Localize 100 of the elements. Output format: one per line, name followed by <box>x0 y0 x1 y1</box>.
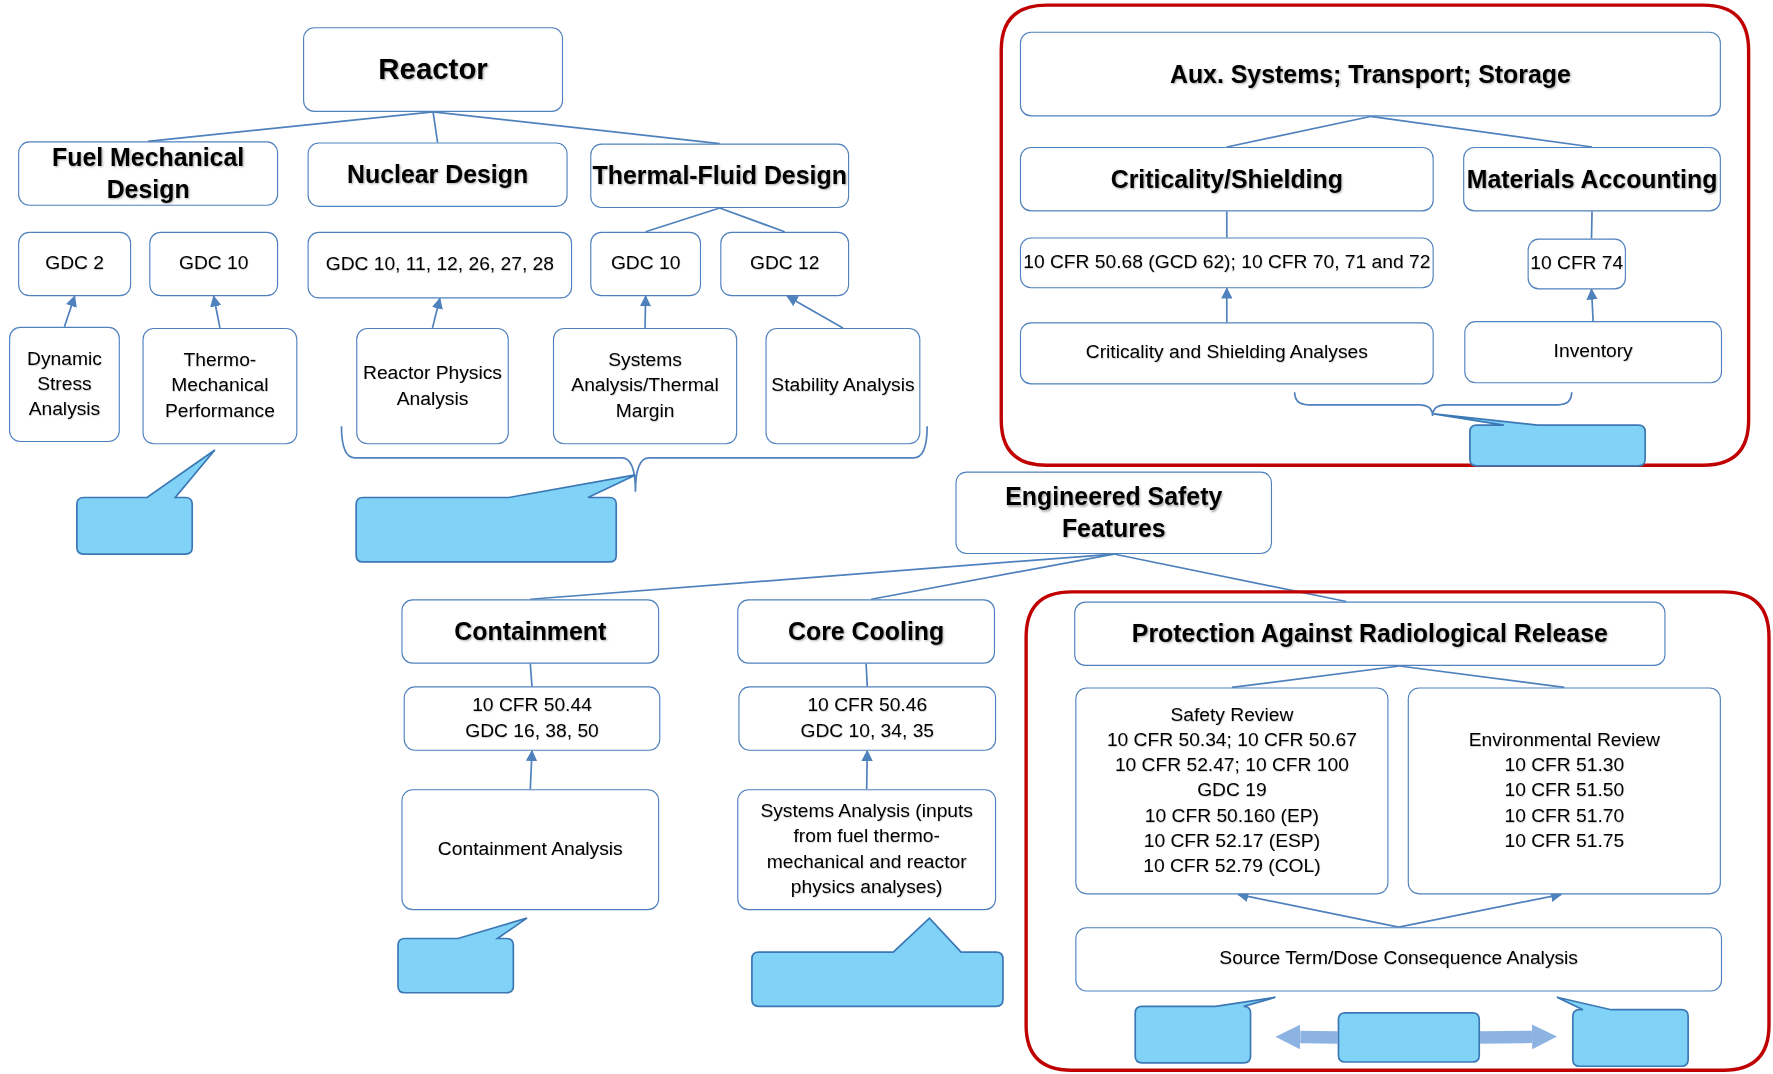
heading: Thermal-Fluid Design <box>592 160 847 192</box>
group-outline <box>1024 590 1771 1072</box>
node-text: GDC 2 <box>45 251 104 277</box>
heading-box <box>303 27 564 112</box>
text-box <box>403 686 661 751</box>
text-box <box>307 231 573 299</box>
text-box <box>18 231 132 297</box>
connector-line <box>432 111 439 144</box>
text-box <box>1527 238 1626 290</box>
heading: Materials Accounting <box>1466 163 1718 195</box>
heading: Protection Against Radiological Release <box>1131 618 1608 650</box>
text-box <box>590 231 702 297</box>
callout-bubble <box>356 474 636 562</box>
node-text: 10 CFR 50.44 <box>472 693 592 719</box>
text-box <box>1019 322 1434 385</box>
node-text: GDC 10, 34, 35 <box>800 718 935 744</box>
arrow <box>786 295 844 329</box>
callout-bubble <box>398 918 527 993</box>
arrow <box>861 749 873 791</box>
heading-box <box>1074 601 1666 666</box>
node-text: Reactor Physics Analysis <box>362 361 503 411</box>
callout-bubble <box>1556 997 1689 1067</box>
connector-line <box>1590 210 1593 240</box>
heading: Core Cooling <box>788 616 945 648</box>
heading: Aux. Systems; Transport; Storage <box>1169 58 1571 90</box>
node-text: Inventory <box>1553 339 1633 365</box>
node-text: 10 CFR 50.46 <box>807 693 928 719</box>
heading: Fuel Mechanical Design <box>51 142 246 205</box>
text-box <box>720 231 850 297</box>
heading: Criticality/Shielding <box>1110 163 1343 195</box>
text-box <box>765 327 921 445</box>
node-text: Criticality and Shielding Analyses <box>1085 341 1368 366</box>
node-text: GDC 10, 11, 12, 26, 27, 28 <box>325 252 554 278</box>
node-text: 10 CFR 74 <box>1530 251 1624 277</box>
heading-box <box>955 471 1273 555</box>
heading-box <box>590 143 850 209</box>
callout-bubble <box>76 450 215 555</box>
node-text: 10 CFR 52.17 (ESP) <box>1143 828 1321 853</box>
node-text: Source Term/Dose Consequence Analysis <box>1219 947 1578 972</box>
text-box <box>142 327 298 445</box>
arrow <box>1586 288 1598 322</box>
text-box <box>1464 321 1723 384</box>
node-text: GDC 16, 38, 50 <box>465 718 599 744</box>
node-text: 10 CFR 51.70 <box>1504 803 1625 829</box>
node-text: 10 CFR 51.50 <box>1504 778 1625 804</box>
text-box <box>1407 687 1721 895</box>
node-text: 10 CFR 51.30 <box>1504 753 1625 779</box>
node-text: 10 CFR 52.47; 10 CFR 100 <box>1114 753 1349 779</box>
connector-line <box>1369 115 1593 148</box>
node-text: Containment Analysis <box>437 837 623 862</box>
block-arrow <box>1480 1024 1557 1050</box>
node-text: 10 CFR 51.75 <box>1504 828 1625 853</box>
node-text: Systems Analysis/Thermal Margin <box>570 348 720 424</box>
arrow <box>63 295 77 328</box>
node-text: 10 CFR 52.79 (COL) <box>1143 853 1321 878</box>
connector-line <box>865 662 869 688</box>
node-text: GDC 19 <box>1197 778 1267 804</box>
node-text: Systems Analysis (inputs from fuel thermo-mechanical and reactor physics analyses) <box>759 799 974 900</box>
text-box <box>1019 237 1434 289</box>
connector-line <box>1225 115 1372 148</box>
arrow <box>639 295 652 329</box>
node-text: 10 CFR 50.34; 10 CFR 50.67 <box>1106 728 1357 754</box>
node-text: Dynamic Stress Analysis <box>26 347 103 422</box>
group-outline <box>999 3 1751 467</box>
callout-bubble <box>751 918 1003 1007</box>
heading-box <box>1463 147 1721 212</box>
text-box <box>149 231 279 297</box>
text-box <box>738 686 997 751</box>
node-text: GDC 12 <box>749 251 820 277</box>
node-text: Stability Analysis <box>771 373 915 399</box>
text-box <box>1075 687 1389 895</box>
heading: Reactor <box>378 52 488 88</box>
node-text: GDC 10 <box>610 251 681 277</box>
heading-box <box>307 142 568 207</box>
node-text: GDC 10 <box>178 251 249 277</box>
heading: Nuclear Design <box>347 159 529 191</box>
tool-box <box>1337 1012 1481 1063</box>
text-box <box>9 326 120 443</box>
heading-box <box>401 599 660 664</box>
arrow <box>1221 287 1233 324</box>
callout-bubble <box>1135 997 1276 1063</box>
callout-bubble <box>1433 413 1646 466</box>
heading-box <box>18 141 279 206</box>
connector-line <box>1112 553 1348 603</box>
node-text: Environmental Review <box>1468 728 1660 754</box>
text-box <box>356 327 509 445</box>
heading-box <box>1019 31 1721 117</box>
connector-line <box>529 662 533 688</box>
arrow <box>210 295 222 329</box>
connector-line <box>1225 210 1228 239</box>
node-text: 10 CFR 50.68 (GCD 62); 10 CFR 70, 71 and 72 <box>1023 250 1431 275</box>
arrow <box>431 297 443 329</box>
text-box <box>737 789 997 911</box>
text-box <box>1075 927 1723 992</box>
heading-box <box>737 599 995 664</box>
node-text: Thermo-Mechanical Performance <box>163 348 276 424</box>
node-text: 10 CFR 50.160 (EP) <box>1144 803 1319 829</box>
text-box <box>401 789 660 911</box>
heading: Engineered Safety Features <box>1004 481 1224 544</box>
heading-box <box>1019 147 1434 212</box>
